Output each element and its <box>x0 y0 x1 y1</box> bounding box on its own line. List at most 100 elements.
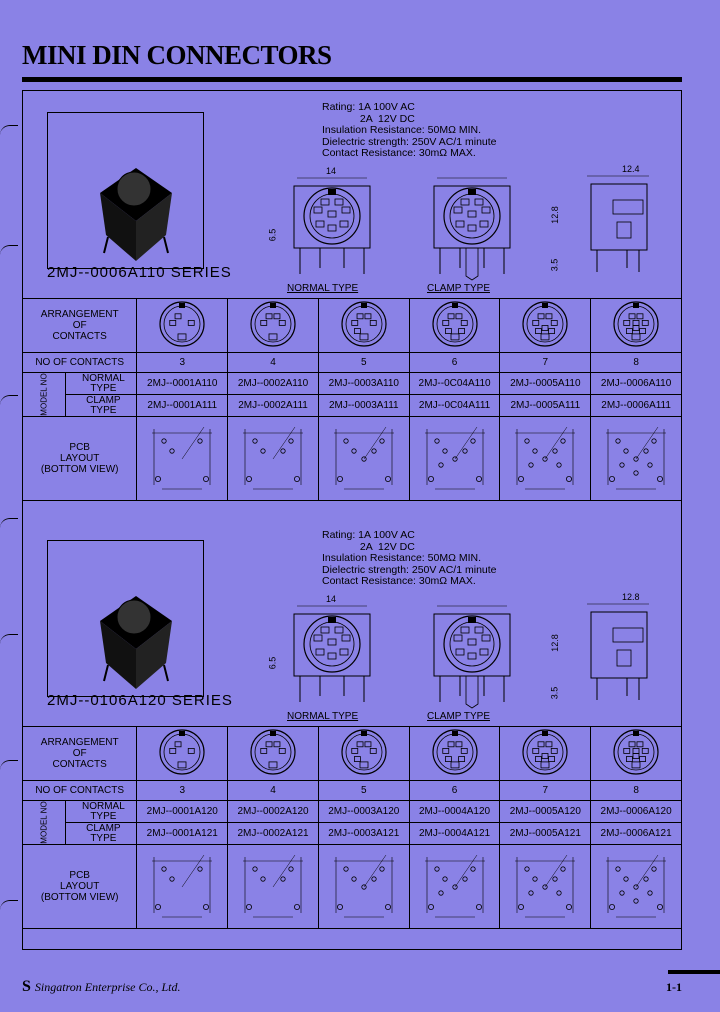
dim-h2: 12.8 <box>549 206 560 224</box>
dim-side-width: 12.4 <box>622 164 640 174</box>
product-photo <box>47 540 204 697</box>
contact-arrangement <box>590 298 682 353</box>
contact-arrangement <box>590 726 682 781</box>
contact-count: 7 <box>499 352 592 373</box>
clamp-part-number: 2MJ--0004A121 <box>408 822 501 845</box>
contact-arrangement <box>408 726 501 781</box>
arrangement-header: ARRANGEMENT OF CONTACTS <box>21 298 138 353</box>
contact-count: 7 <box>499 780 592 801</box>
contact-arrangement <box>499 298 592 353</box>
contacts-count-header: NO OF CONTACTS <box>21 780 138 801</box>
specifications: Rating: 1A 100V AC 2A 12V DC Insulation … <box>322 101 497 159</box>
pcb-layout-diagram <box>317 416 410 501</box>
contact-count: 4 <box>227 780 319 801</box>
normal-part-number: 2MJ--0003A120 <box>317 800 410 823</box>
clamp-part-number: 2MJ--0C04A111 <box>408 394 501 417</box>
contact-arrangement <box>136 726 229 781</box>
pcb-layout-diagram <box>590 844 682 929</box>
clamp-part-number: 2MJ--0003A111 <box>317 394 410 417</box>
normal-type-label: NORMAL TYPE <box>287 711 359 722</box>
normal-part-number: 2MJ--0002A110 <box>227 372 319 395</box>
contact-arrangement <box>317 726 410 781</box>
pcb-layout-diagram <box>499 844 592 929</box>
contact-count: 5 <box>317 352 410 373</box>
clamp-part-number: 2MJ--0006A121 <box>590 822 682 845</box>
normal-part-number: 2MJ--0C04A110 <box>408 372 501 395</box>
normal-part-number: 2MJ--0002A120 <box>227 800 319 823</box>
binder-hole-mark <box>0 634 18 645</box>
pcb-layout-diagram <box>227 416 319 501</box>
series-label: 2MJ--0106A120 SERIES <box>47 692 233 709</box>
binder-hole-mark <box>0 125 18 136</box>
clamp-part-number: 2MJ--0006A111 <box>590 394 682 417</box>
contact-count: 5 <box>317 780 410 801</box>
contact-count: 6 <box>408 352 501 373</box>
normal-part-number: 2MJ--0005A110 <box>499 372 592 395</box>
contact-arrangement <box>499 726 592 781</box>
company-logo: S <box>22 978 31 995</box>
normal-part-number: 2MJ--0001A110 <box>136 372 229 395</box>
contact-count: 3 <box>136 352 229 373</box>
pcb-layout-diagram <box>227 844 319 929</box>
binder-hole-mark <box>0 900 18 911</box>
title-rule <box>22 77 682 82</box>
dim-h2: 12.8 <box>549 634 560 652</box>
specifications: Rating: 1A 100V AC 2A 12V DC Insulation … <box>322 529 497 587</box>
normal-part-number: 2MJ--0006A120 <box>590 800 682 823</box>
contact-count: 8 <box>590 780 682 801</box>
contacts-count-header: NO OF CONTACTS <box>21 352 138 373</box>
contact-arrangement <box>317 298 410 353</box>
pcb-layout-header: PCB LAYOUT (BOTTOM VIEW) <box>21 844 138 929</box>
contact-arrangement <box>227 298 319 353</box>
normal-type-row-label: NORMAL TYPE <box>65 372 138 395</box>
page-number: 1-1 <box>666 980 682 994</box>
clamp-type-row-label: CLAMP TYPE <box>65 394 138 417</box>
clamp-type-row-label: CLAMP TYPE <box>65 822 138 845</box>
pcb-layout-header: PCB LAYOUT (BOTTOM VIEW) <box>21 416 138 501</box>
product-photo <box>47 112 204 269</box>
contact-count: 6 <box>408 780 501 801</box>
binder-hole-mark <box>0 395 18 406</box>
clamp-type-label: CLAMP TYPE <box>427 711 490 722</box>
contact-arrangement <box>227 726 319 781</box>
clamp-part-number: 2MJ--0002A121 <box>227 822 319 845</box>
contact-count: 3 <box>136 780 229 801</box>
dim-h3: 3.5 <box>549 258 560 272</box>
page-title: MINI DIN CONNECTORS <box>22 40 332 70</box>
normal-part-number: 2MJ--0004A120 <box>408 800 501 823</box>
company-text: Singatron Enterprise Co., Ltd. <box>34 980 181 994</box>
normal-part-number: 2MJ--0006A110 <box>590 372 682 395</box>
normal-type-row-label: NORMAL TYPE <box>65 800 138 823</box>
pcb-layout-diagram <box>317 844 410 929</box>
model-no-label: MODEL NO <box>21 800 67 845</box>
arrangement-header: ARRANGEMENT OF CONTACTS <box>21 726 138 781</box>
clamp-part-number: 2MJ--0003A121 <box>317 822 410 845</box>
normal-part-number: 2MJ--0003A110 <box>317 372 410 395</box>
model-no-label: MODEL NO <box>21 372 67 417</box>
pcb-layout-diagram <box>136 416 229 501</box>
pcb-layout-diagram <box>499 416 592 501</box>
content-frame <box>22 90 682 950</box>
clamp-part-number: 2MJ--0001A121 <box>136 822 229 845</box>
clamp-part-number: 2MJ--0005A121 <box>499 822 592 845</box>
dim-side-width: 12.8 <box>622 592 640 602</box>
dim-h1: 6.5 <box>267 656 278 670</box>
contact-count: 4 <box>227 352 319 373</box>
contact-arrangement <box>136 298 229 353</box>
binder-hole-mark <box>0 518 18 529</box>
contact-count: 8 <box>590 352 682 373</box>
pcb-layout-diagram <box>408 416 501 501</box>
series-label: 2MJ--0006A110 SERIES <box>47 264 232 281</box>
normal-type-label: NORMAL TYPE <box>287 283 359 294</box>
dim-width: 14 <box>326 594 337 604</box>
clamp-part-number: 2MJ--0005A111 <box>499 394 592 417</box>
pcb-layout-diagram <box>136 844 229 929</box>
dim-h3: 3.5 <box>549 686 560 700</box>
clamp-part-number: 2MJ--0002A111 <box>227 394 319 417</box>
clamp-part-number: 2MJ--0001A111 <box>136 394 229 417</box>
clamp-type-label: CLAMP TYPE <box>427 283 490 294</box>
binder-hole-mark <box>0 245 18 256</box>
